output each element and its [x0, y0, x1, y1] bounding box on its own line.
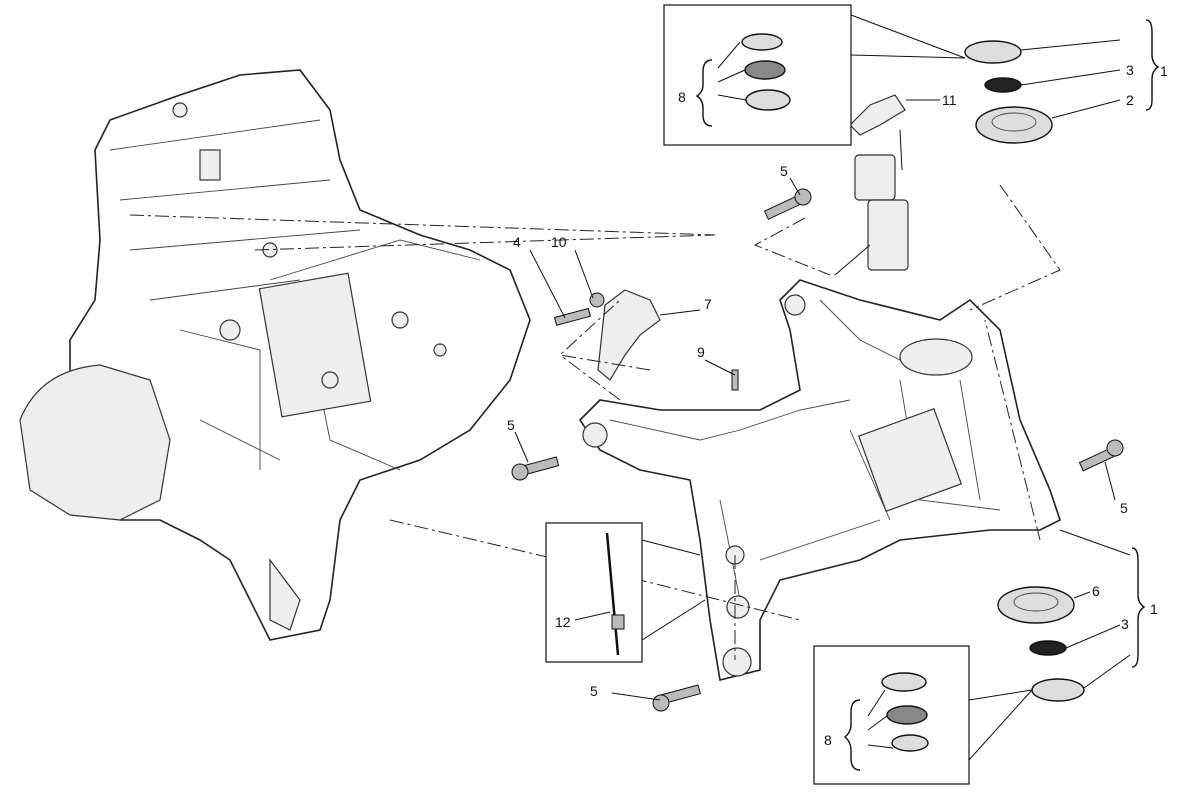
tie-inset-box	[545, 522, 706, 663]
bolt-icon	[763, 188, 812, 220]
cable-tie-icon	[611, 614, 625, 630]
top-inset-box	[663, 4, 966, 146]
callout-8-bottom: 8	[824, 732, 832, 748]
bolt-icon	[553, 307, 592, 326]
top-bearing-set	[964, 40, 1053, 144]
sensor-clip	[849, 94, 906, 136]
frame	[578, 279, 1061, 681]
bottom-inset-box	[813, 645, 1033, 785]
steering-sensor	[834, 94, 909, 276]
callout-4: 4	[513, 234, 521, 250]
bolt-icon	[511, 456, 560, 481]
callout-5-upper: 5	[780, 163, 788, 179]
callout-11: 11	[942, 92, 957, 108]
callout-10: 10	[551, 234, 567, 250]
callout-8-top: 8	[678, 89, 686, 105]
callout-9: 9	[697, 344, 705, 360]
leader-lines	[514, 19, 1160, 701]
alignment-lines	[129, 184, 1061, 660]
engine-assembly	[19, 69, 531, 641]
washer-icon	[589, 292, 605, 308]
callout-3-top: 3	[1126, 62, 1134, 78]
callout-1-bottom: 1	[1150, 601, 1158, 617]
bolts	[511, 188, 1124, 712]
callout-3-bottom: 3	[1121, 616, 1129, 632]
bottom-bearing-set	[997, 586, 1085, 702]
bleeder-icon	[731, 369, 739, 391]
bolt-icon	[1078, 439, 1124, 472]
callout-2: 2	[1126, 92, 1134, 108]
callout-7: 7	[704, 296, 712, 312]
callout-5-bottom: 5	[590, 683, 598, 699]
callout-5-left: 5	[507, 417, 515, 433]
bolt-icon	[652, 684, 701, 712]
callout-12: 12	[555, 614, 571, 630]
bracket	[597, 289, 661, 381]
callout-6: 6	[1092, 583, 1100, 599]
steering-head	[899, 338, 973, 376]
engine-detail	[199, 149, 221, 181]
callout-labels: 1 3 2 11 8 5 4 10 7 9 5 5 12 6 1 3 5 8	[507, 62, 1168, 748]
callout-1-top: 1	[1160, 63, 1168, 79]
callout-5-right: 5	[1120, 500, 1128, 516]
